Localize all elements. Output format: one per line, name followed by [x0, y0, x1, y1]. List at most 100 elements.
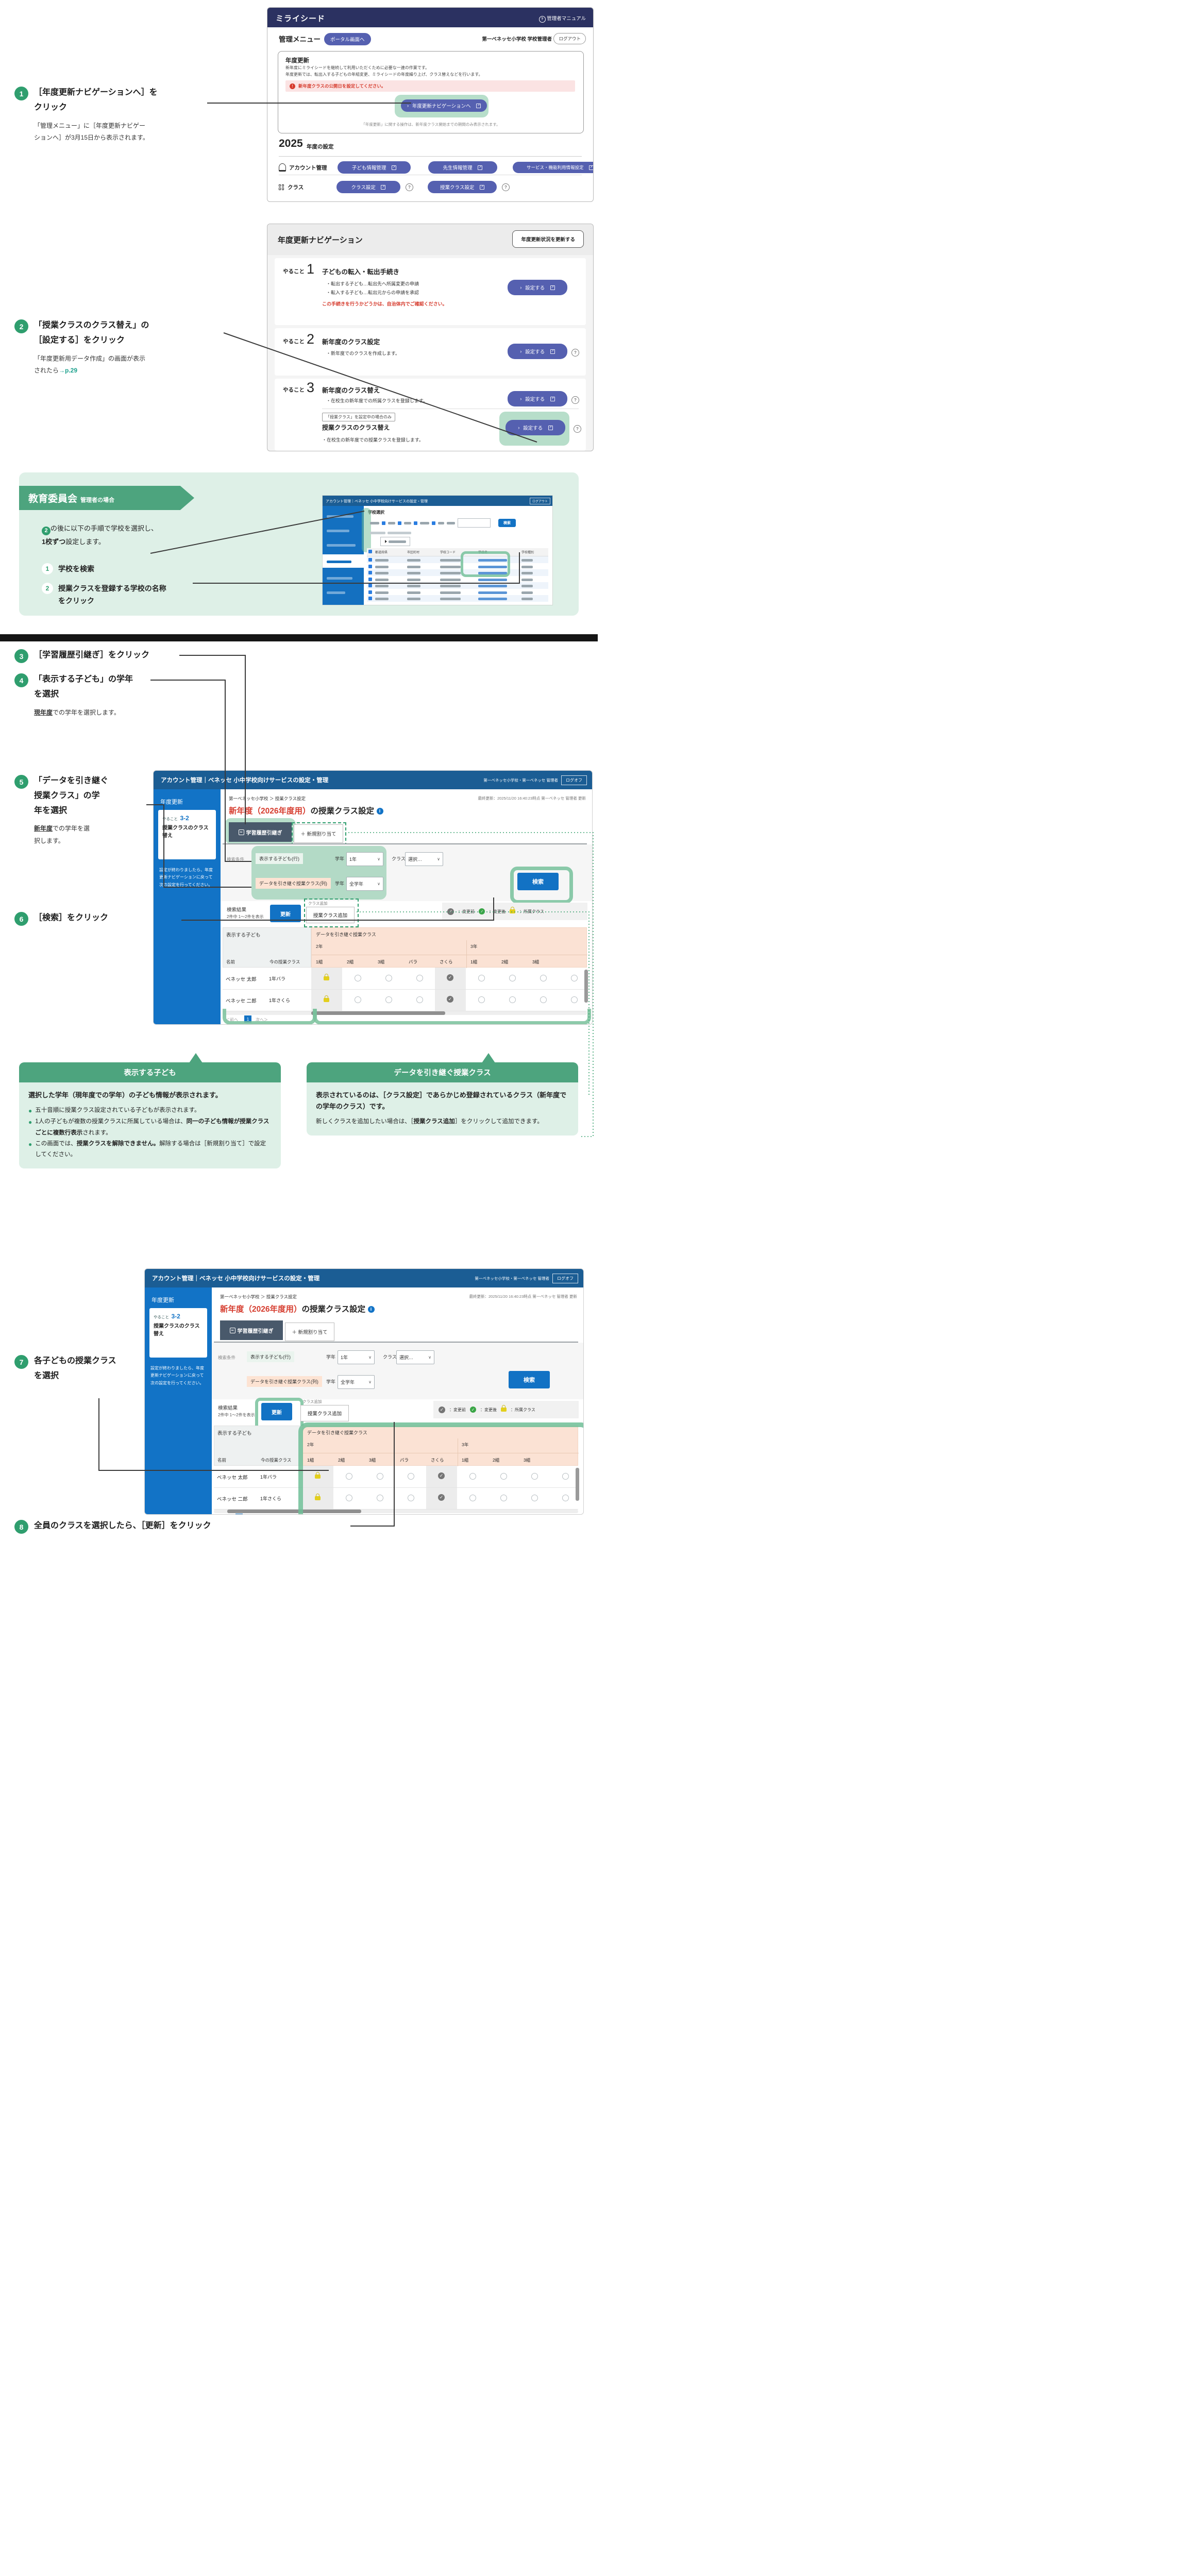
radio[interactable] — [377, 1495, 383, 1501]
radio[interactable] — [469, 1473, 476, 1480]
radio[interactable] — [346, 1473, 352, 1480]
nendo-nav-button[interactable]: › 年度更新ナビゲーションへ ↗ — [401, 99, 487, 112]
class-select-row[interactable]: 選択…∨ — [405, 852, 443, 866]
next-page[interactable]: 次へ＞ — [256, 1018, 268, 1022]
update-button[interactable]: 更新 — [270, 905, 301, 922]
teacher-info-button[interactable]: 先生情報管理 ↗ — [428, 161, 497, 174]
radio[interactable] — [469, 1495, 476, 1501]
mini-checkbox[interactable] — [368, 571, 372, 575]
logoff-button[interactable]: ログオフ — [561, 775, 587, 785]
configure-button-jugyo[interactable]: › 設定する ↗ — [506, 420, 565, 435]
info-icon[interactable]: ? — [574, 425, 581, 433]
check-dark-icon[interactable]: ✓ — [438, 1472, 445, 1479]
kids-info-button[interactable]: 子ども情報管理 ↗ — [338, 161, 411, 174]
mini-keyword-input[interactable] — [458, 518, 491, 528]
mini-checkbox[interactable] — [382, 521, 385, 525]
class-setting-button[interactable]: クラス設定 ↗ — [336, 181, 400, 193]
radio[interactable] — [416, 975, 423, 981]
class-select-row[interactable]: 選択…∨ — [396, 1350, 434, 1364]
add-class-button[interactable]: 授業クラス追加 — [300, 1405, 349, 1421]
radio[interactable] — [571, 996, 578, 1003]
search-button[interactable]: 検索 — [517, 873, 559, 890]
radio[interactable] — [571, 975, 578, 981]
radio[interactable] — [408, 1495, 414, 1501]
tab-gakushu-hikitsugi[interactable]: ∞学習履歴引継ぎ — [220, 1320, 283, 1340]
search-button[interactable]: 検索 — [509, 1371, 550, 1388]
radio[interactable] — [408, 1473, 414, 1480]
sidebar-card[interactable]: やること 3-2 授業クラスのクラス替え — [158, 810, 216, 859]
radio[interactable] — [531, 1495, 538, 1501]
radio[interactable] — [416, 996, 423, 1003]
mini-school-link[interactable] — [478, 598, 507, 601]
jugyo-class-setting-button[interactable]: 授業クラス設定 ↗ — [428, 181, 497, 193]
radio[interactable] — [377, 1473, 383, 1480]
logoff-button[interactable]: ログオフ — [552, 1274, 578, 1283]
tab-shinki-wariate[interactable]: ＋ 新規割り当て — [294, 824, 343, 843]
mini-checkbox[interactable] — [368, 597, 372, 601]
mini-school-link[interactable] — [478, 565, 507, 568]
status-update-button[interactable]: 年度更新状況を更新する — [512, 230, 584, 248]
title-info-icon[interactable]: i — [376, 807, 383, 815]
radio[interactable] — [500, 1473, 507, 1480]
info-icon[interactable]: ? — [571, 396, 579, 404]
page-1[interactable]: 1 — [235, 1514, 243, 1515]
mini-checkbox[interactable] — [398, 521, 401, 525]
tab-gakushu-hikitsugi[interactable]: ∞学習履歴引継ぎ — [229, 822, 292, 842]
mini-school-link[interactable] — [478, 559, 507, 562]
radio[interactable] — [385, 975, 392, 981]
mini-checkbox[interactable] — [368, 590, 372, 594]
page-ref-link[interactable]: p.29 — [65, 366, 78, 374]
mini-school-link[interactable] — [478, 591, 507, 594]
prev-page[interactable]: ＜前へ — [226, 1018, 238, 1022]
configure-button-2[interactable]: › 設定する ↗ — [508, 344, 567, 359]
check-dark-icon[interactable]: ✓ — [447, 974, 453, 981]
info-icon[interactable]: ? — [571, 349, 579, 357]
radio[interactable] — [562, 1495, 569, 1501]
breadcrumb[interactable]: 第一ベネッセ小学校 ＞ 授業クラス設定 — [220, 1294, 297, 1299]
breadcrumb[interactable]: 第一ベネッセ小学校 ＞ 授業クラス設定 — [229, 796, 306, 801]
info-icon[interactable]: ? — [406, 183, 413, 191]
mini-search-button[interactable]: 検索 — [498, 519, 516, 527]
radio[interactable] — [355, 996, 361, 1003]
grade-select-col[interactable]: 全学年∨ — [338, 1375, 375, 1389]
service-info-button[interactable]: サービス・機能利用情報設定 ↗ — [513, 162, 593, 173]
check-dark-icon[interactable]: ✓ — [438, 1494, 445, 1501]
mini-checkbox[interactable] — [368, 584, 372, 588]
mini-logout-button[interactable]: ログアウト — [529, 498, 550, 504]
manual-link[interactable]: ? 管理者マニュアル — [538, 14, 586, 23]
mini-select-all[interactable] — [368, 550, 372, 553]
portal-button[interactable]: ポータル画面へ — [324, 33, 371, 45]
grade-select-row[interactable]: 1年∨ — [338, 1350, 375, 1364]
sidebar-card[interactable]: やること 3-2 授業クラスのクラス替え — [149, 1308, 207, 1358]
radio[interactable] — [509, 996, 516, 1003]
grade-select-col[interactable]: 全学年∨ — [346, 877, 383, 891]
logout-button[interactable]: ログアウト — [553, 33, 586, 44]
info-icon[interactable]: ? — [502, 183, 510, 191]
configure-button-1[interactable]: › 設定する ↗ — [508, 280, 567, 295]
radio[interactable] — [385, 996, 392, 1003]
horizontal-scrollbar[interactable] — [227, 1510, 361, 1513]
mini-toggle-button[interactable] — [380, 537, 410, 546]
radio[interactable] — [540, 975, 547, 981]
radio[interactable] — [478, 996, 485, 1003]
radio[interactable] — [540, 996, 547, 1003]
configure-button-3[interactable]: › 設定する ↗ — [508, 391, 567, 406]
mini-checkbox[interactable] — [368, 577, 372, 581]
mini-checkbox[interactable] — [414, 521, 417, 525]
radio[interactable] — [509, 975, 516, 981]
tab-shinki-wariate[interactable]: ＋ 新規割り当て — [285, 1323, 334, 1341]
mini-checkbox[interactable] — [368, 558, 372, 562]
mini-school-link[interactable] — [478, 572, 507, 575]
vertical-scrollbar[interactable] — [576, 1468, 579, 1501]
mini-school-link[interactable] — [478, 578, 507, 581]
page-1[interactable]: 1 — [244, 1015, 251, 1023]
mini-school-link[interactable] — [478, 585, 507, 588]
radio[interactable] — [531, 1473, 538, 1480]
radio[interactable] — [500, 1495, 507, 1501]
vertical-scrollbar[interactable] — [584, 970, 588, 1003]
radio[interactable] — [355, 975, 361, 981]
mini-checkbox[interactable] — [432, 521, 435, 525]
radio[interactable] — [346, 1495, 352, 1501]
check-dark-icon[interactable]: ✓ — [447, 996, 453, 1003]
mini-sidebar-active-item[interactable] — [323, 554, 364, 568]
